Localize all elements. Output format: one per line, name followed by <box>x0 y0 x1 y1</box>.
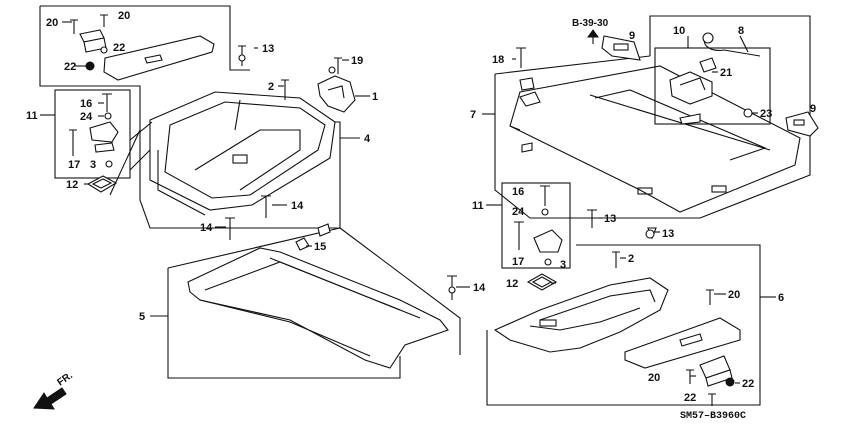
callout-16: 16 <box>80 98 92 110</box>
callout-9: 9 <box>810 103 816 115</box>
screw-part-14-mid <box>261 195 271 218</box>
callout-9: 9 <box>629 30 635 42</box>
callout-3: 3 <box>90 159 96 171</box>
screw-part-18 <box>516 47 526 68</box>
callout-24: 24 <box>80 111 93 123</box>
latch-bracket-part-1 <box>317 66 356 113</box>
callout-16: 16 <box>512 186 524 198</box>
callout-8: 8 <box>738 25 744 37</box>
bracket-part-9-top <box>601 35 641 61</box>
callouts: 20 20 22 22 13 19 2 1 4 11 16 24 17 3 12… <box>26 10 816 404</box>
storage-tray-part-6 <box>486 244 761 406</box>
callout-3: 3 <box>560 259 566 271</box>
callout-15: 15 <box>314 241 326 253</box>
callout-13: 13 <box>262 43 274 55</box>
callout-13: 13 <box>662 228 674 240</box>
inset-box-right <box>501 182 571 291</box>
bracket-part-9-right <box>785 111 819 137</box>
callout-22: 22 <box>742 378 754 390</box>
callout-14: 14 <box>291 200 304 212</box>
lid-panel-part-7 <box>494 55 811 219</box>
callout-18: 18 <box>492 54 504 66</box>
callout-14: 14 <box>200 222 213 234</box>
callout-21: 21 <box>720 67 732 79</box>
callout-19: 19 <box>351 55 363 67</box>
callout-23: 23 <box>760 108 772 120</box>
screw-part-13-right-a <box>587 209 597 228</box>
storage-tray-part-4 <box>139 91 341 229</box>
callout-10: 10 <box>673 25 685 37</box>
leader-lines <box>40 21 776 384</box>
screw-part-14-left <box>225 217 235 240</box>
callout-6: 6 <box>778 292 784 304</box>
reference-arrow <box>587 29 599 44</box>
callout-22: 22 <box>684 392 696 404</box>
callout-17: 17 <box>68 159 80 171</box>
screw-part-13-right-b <box>645 227 657 240</box>
callout-14: 14 <box>473 282 486 294</box>
reference-label: B-39-30 <box>572 18 609 29</box>
callout-22: 22 <box>113 42 125 54</box>
callout-2: 2 <box>268 81 274 93</box>
callout-20: 20 <box>648 372 660 384</box>
direction-label: FR. <box>55 370 75 388</box>
nut-part-23 <box>743 108 753 118</box>
callout-7: 7 <box>470 109 476 121</box>
screw-part-19 <box>334 57 342 74</box>
callout-5: 5 <box>139 311 145 323</box>
callout-20: 20 <box>46 17 58 29</box>
callout-12: 12 <box>506 278 518 290</box>
front-direction-arrow <box>33 387 67 410</box>
callout-20: 20 <box>728 289 740 301</box>
callout-11: 11 <box>26 110 38 122</box>
floor-panel-part-5 <box>167 223 461 379</box>
inset-box-top-left <box>39 5 250 96</box>
diagram-code: SM57–B3960C <box>680 411 746 422</box>
callout-4: 4 <box>364 133 371 145</box>
screw-part-13-top <box>238 45 246 66</box>
screw-part-14-right <box>447 275 457 300</box>
callout-1: 1 <box>372 91 378 103</box>
inset-box-left <box>54 89 153 196</box>
callout-2: 2 <box>628 253 634 265</box>
screw-part-2-top <box>281 79 289 100</box>
callout-11: 11 <box>472 200 484 212</box>
callout-13: 13 <box>604 213 616 225</box>
inset-box-top-right <box>649 15 811 146</box>
callout-22: 22 <box>64 61 76 73</box>
callout-20: 20 <box>118 10 130 22</box>
callout-24: 24 <box>512 206 525 218</box>
callout-12: 12 <box>66 179 78 191</box>
callout-17: 17 <box>512 256 524 268</box>
